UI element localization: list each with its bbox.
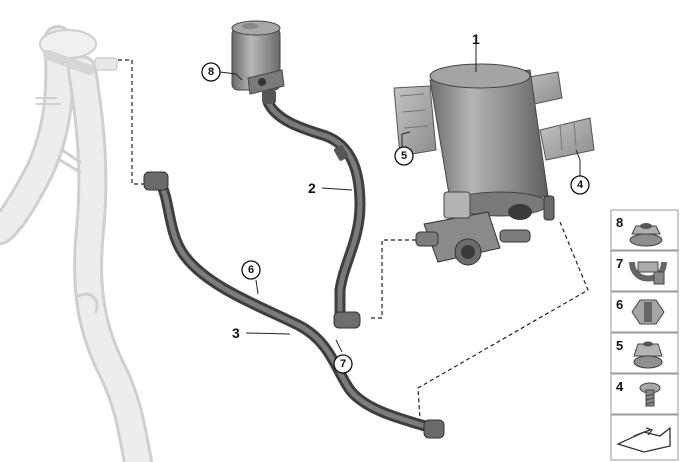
hose-2: [262, 96, 366, 329]
legend-number-8: 8: [616, 215, 623, 230]
fuel-reservoir: [231, 20, 285, 104]
hose-3: [143, 171, 445, 439]
flange-nut-icon: [629, 223, 663, 247]
legend-number-4: 4: [616, 379, 624, 394]
legend-number-7: 7: [616, 256, 623, 271]
callout-2: 2: [308, 180, 316, 196]
callout-1: 1: [472, 31, 480, 47]
activated-carbon-canister: [393, 63, 595, 266]
callout-circle-7: 7: [333, 354, 353, 374]
arrow-symbol-icon: [616, 426, 671, 453]
legend-number-6: 6: [616, 297, 623, 312]
callout-4: 4: [577, 179, 584, 191]
callout-circle-5: 5: [394, 146, 414, 166]
callout-circle-8: 8: [201, 62, 221, 82]
callout-8: 8: [208, 66, 214, 78]
nut-icon: [633, 341, 663, 369]
callout-3: 3: [232, 325, 240, 341]
spring-clip-icon: [631, 299, 665, 325]
filler-pipe-ghost: [0, 25, 153, 462]
connection-lines: [118, 59, 589, 421]
legend-number-5: 5: [616, 338, 623, 353]
callout-5: 5: [401, 150, 407, 162]
callout-7: 7: [340, 358, 346, 370]
callout-circle-4: 4: [570, 175, 590, 195]
leader-lines: [219, 44, 581, 353]
hose-clip-icon: [629, 261, 667, 285]
parts-legend: 8 7 6 5 4: [610, 209, 679, 461]
callout-6: 6: [248, 264, 254, 276]
callout-circle-6: 6: [241, 260, 261, 280]
screw-icon: [639, 382, 661, 407]
